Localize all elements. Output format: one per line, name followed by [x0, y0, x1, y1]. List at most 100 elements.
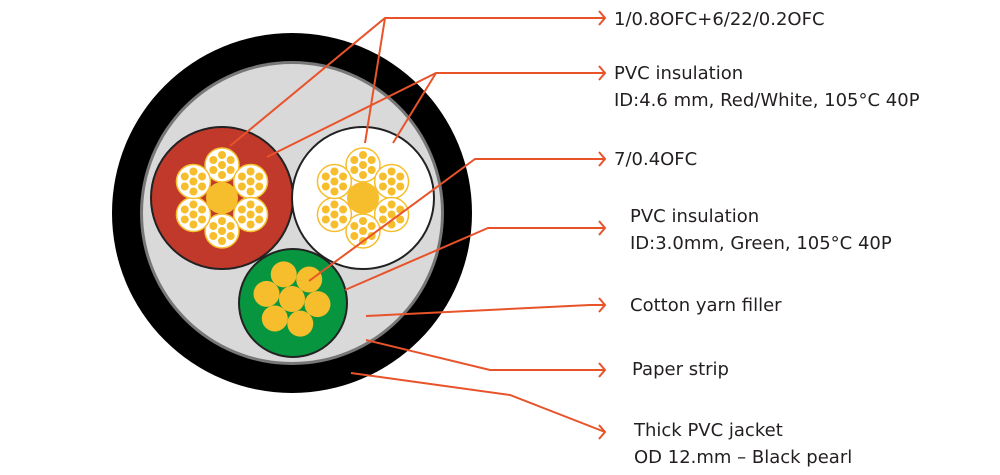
red-conductor-strand: [255, 172, 264, 181]
red-conductor-strand: [246, 167, 255, 176]
label-title: PVC insulation: [630, 206, 760, 227]
white-conductor-strand: [359, 171, 367, 179]
green-conductor-strand: [261, 305, 288, 332]
red-conductor-strand: [209, 222, 218, 230]
white-conductor-strand: [387, 210, 396, 219]
red-conductor-strand: [189, 167, 198, 176]
label-text: 1/0.8OFC+6/22/0.2OFC: [614, 9, 825, 30]
red-conductor-strand: [189, 200, 198, 209]
white-conductor-strand: [367, 166, 376, 174]
red-conductor-strand: [198, 205, 207, 214]
red-conductor-strand: [226, 232, 235, 240]
white-conductor-strand: [378, 172, 387, 181]
red-conductor-strand: [218, 237, 226, 245]
red-conductor-strand: [246, 187, 255, 196]
green-conductor-strand: [296, 266, 323, 293]
leader-insulation-ground: [344, 227, 605, 291]
label-jacket: Thick PVC jacket OD 12.mm – Black pearl: [634, 417, 852, 471]
white-conductor-strand: [339, 205, 348, 214]
white-conductor-strand: [396, 182, 405, 191]
white-conductor-strand: [330, 200, 339, 209]
red-conductor-strand: [237, 182, 246, 191]
label-insulation-ground: PVC insulation ID:3.0mm, Green, 105°C 40…: [630, 203, 892, 257]
red-conductor-strand: [209, 232, 218, 240]
white-conductor-strand: [330, 187, 339, 196]
green-conductor-strand: [304, 291, 331, 318]
white-conductor-strand: [378, 215, 387, 224]
red-conductor-strand: [255, 182, 264, 191]
white-conductor-core: [347, 182, 379, 214]
red-conductor-strand: [226, 222, 235, 230]
label-title: Thick PVC jacket: [634, 420, 783, 441]
leader-conductor-ground: [308, 158, 605, 282]
red-conductor-strand: [189, 177, 198, 186]
red-conductor-strand: [189, 210, 198, 219]
red-conductor-strand: [218, 227, 226, 235]
leader-conductor-main-white: [364, 17, 386, 144]
red-conductor-strand: [218, 151, 226, 159]
red-conductor-strand: [209, 166, 218, 174]
label-conductor-main: 1/0.8OFC+6/22/0.2OFC: [614, 6, 825, 33]
red-conductor-core: [206, 182, 238, 214]
label-insulation-main: PVC insulation ID:4.6 mm, Red/White, 105…: [614, 60, 920, 114]
white-conductor-strand: [359, 217, 367, 225]
red-conductor-strand: [189, 220, 198, 229]
red-conductor-strand: [180, 215, 189, 224]
red-conductor-strand: [209, 156, 218, 164]
white-conductor-strand: [321, 182, 330, 191]
leader-insulation-white: [392, 72, 437, 144]
white-conductor-strand: [330, 210, 339, 219]
red-conductor-strand: [198, 182, 207, 191]
label-title: PVC insulation: [614, 63, 744, 84]
label-detail: OD 12.mm – Black pearl: [634, 447, 853, 468]
label-paper-strip: Paper strip: [632, 356, 729, 383]
white-conductor-strand: [330, 177, 339, 186]
white-conductor-strand: [378, 182, 387, 191]
green-conductor-strand: [253, 280, 280, 307]
red-conductor-strand: [198, 172, 207, 181]
white-conductor-strand: [339, 172, 348, 181]
white-conductor-strand: [378, 205, 387, 214]
label-text: Paper strip: [632, 359, 729, 380]
white-conductor-strand: [359, 161, 367, 169]
white-conductor-strand: [359, 227, 367, 235]
white-conductor-strand: [330, 220, 339, 229]
arrow-icon: [598, 151, 607, 167]
green-conductor-strand: [287, 310, 314, 337]
red-conductor-strand: [180, 182, 189, 191]
arrow-icon: [598, 424, 607, 440]
leader-filler: [365, 304, 605, 317]
red-conductor-strand: [189, 187, 198, 196]
red-conductor-strand: [218, 161, 226, 169]
red-conductor-strand: [246, 177, 255, 186]
label-text: 7/0.4OFC: [614, 149, 698, 170]
red-conductor-strand: [198, 215, 207, 224]
red-conductor-strand: [246, 210, 255, 219]
label-conductor-ground: 7/0.4OFC: [614, 146, 697, 173]
arrow-icon: [598, 220, 607, 236]
red-conductor-strand: [180, 172, 189, 181]
white-conductor-strand: [321, 215, 330, 224]
red-conductor-strand: [218, 217, 226, 225]
arrow-icon: [598, 297, 607, 313]
leader-paper-strip: [365, 339, 605, 371]
label-detail: ID:3.0mm, Green, 105°C 40P: [630, 233, 892, 254]
white-conductor-strand: [321, 172, 330, 181]
red-conductor-strand: [226, 156, 235, 164]
red-conductor-strand: [180, 205, 189, 214]
white-conductor-strand: [367, 156, 376, 164]
white-conductor-strand: [350, 222, 359, 230]
white-conductor-strand: [387, 177, 396, 186]
white-conductor-strand: [350, 232, 359, 240]
label-text: Cotton yarn filler: [630, 295, 782, 316]
white-conductor-strand: [387, 200, 396, 209]
label-filler: Cotton yarn filler: [630, 292, 782, 319]
white-conductor-strand: [339, 182, 348, 191]
label-detail: ID:4.6 mm, Red/White, 105°C 40P: [614, 90, 920, 111]
white-conductor-strand: [387, 187, 396, 196]
white-conductor-strand: [359, 151, 367, 159]
white-conductor-strand: [350, 166, 359, 174]
red-conductor-strand: [255, 215, 264, 224]
white-conductor-strand: [396, 172, 405, 181]
